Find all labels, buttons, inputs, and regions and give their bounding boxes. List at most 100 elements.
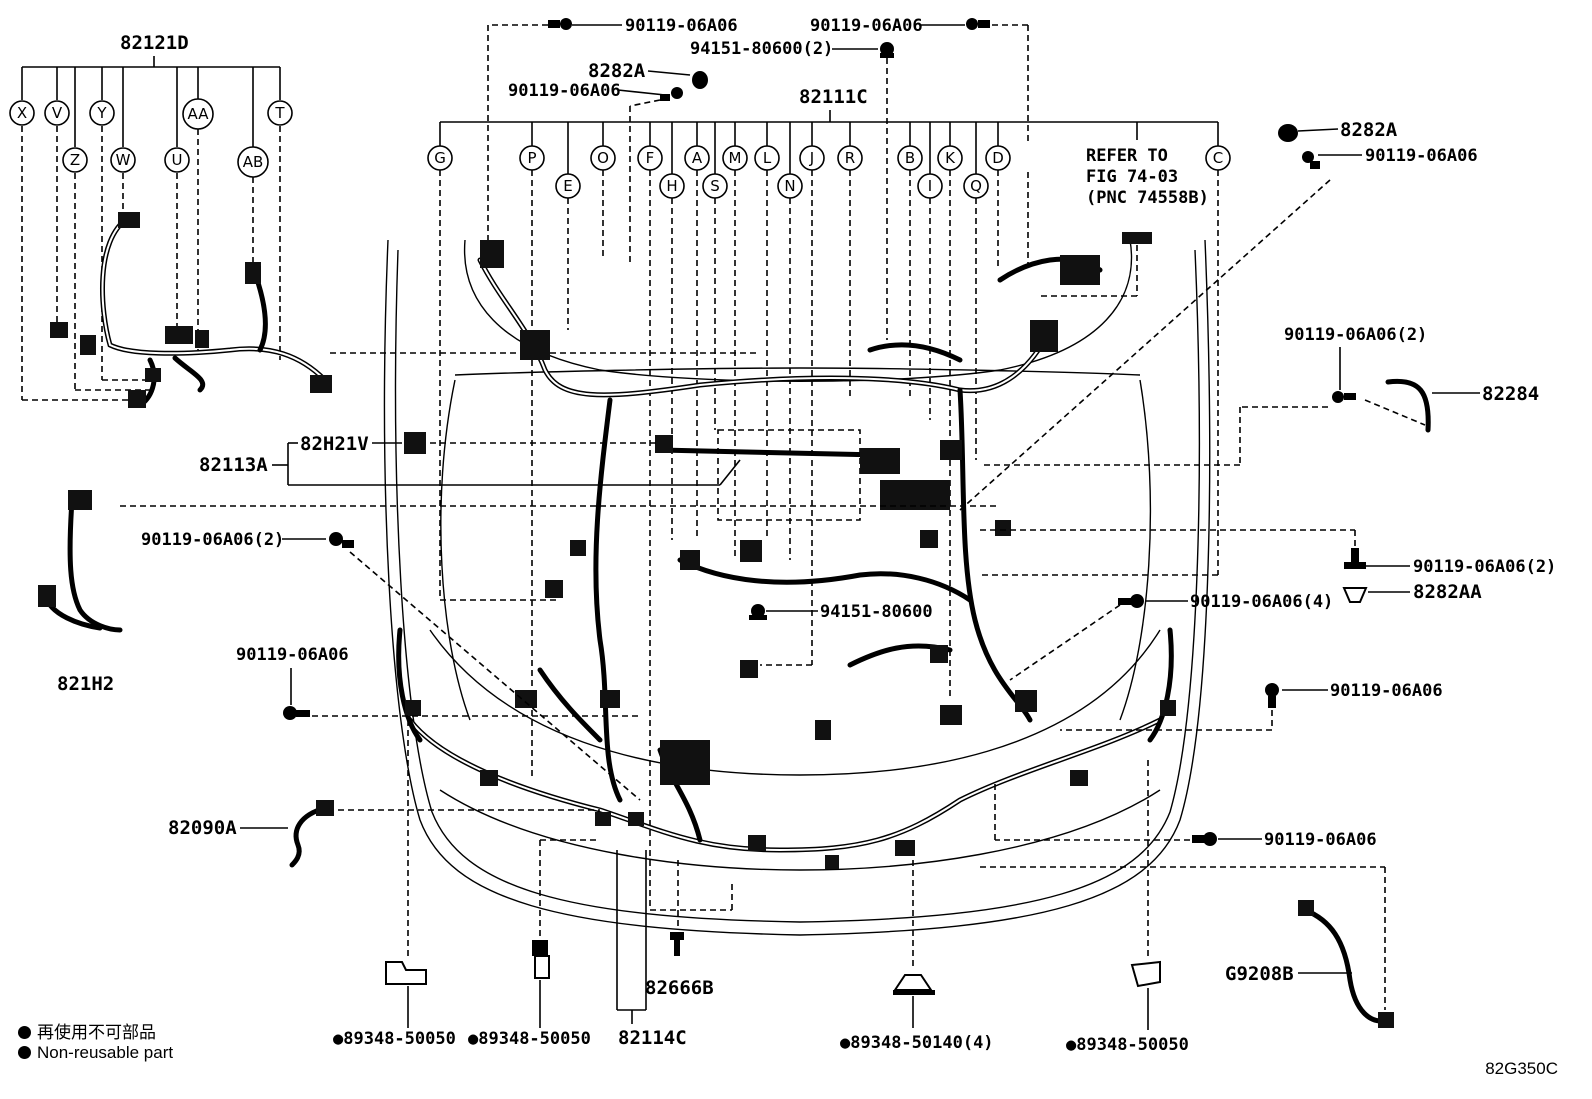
- harness-82121D-group: 82121D X V Y AA T Z W U AB: [9, 32, 760, 408]
- part-89348-c-label: ●89348-50140(4): [840, 1033, 994, 1053]
- svg-text:I: I: [928, 177, 932, 195]
- circle-K: K: [937, 145, 963, 171]
- bolt-icon: [1118, 594, 1144, 608]
- circle-P: P: [519, 145, 545, 171]
- part-90119-4-label: 90119-06A06(4): [1190, 592, 1333, 612]
- svg-text:N: N: [784, 177, 795, 195]
- bolt-icon: [1332, 391, 1356, 403]
- svg-text:L: L: [763, 149, 772, 167]
- clamp-icon: [893, 974, 935, 995]
- part-89348-a-label: ●89348-50050: [333, 1029, 456, 1049]
- part-82H21V-label: 82H21V: [300, 433, 369, 455]
- bolt-icon: [1344, 548, 1366, 569]
- nut-icon: [880, 42, 894, 58]
- vehicle-body-outline: [383, 239, 1211, 936]
- circle-X: X: [9, 100, 35, 126]
- part-821H2-label: 821H2: [57, 673, 114, 695]
- circle-Y: Y: [89, 100, 115, 126]
- bottom-parts: 94151-80600 ●89348-50050 ●89348-50050 82…: [333, 602, 1189, 1055]
- svg-text:M: M: [729, 149, 742, 167]
- bolt-icon: [966, 18, 990, 30]
- circle-L: L: [754, 145, 780, 171]
- non-reusable-dot-icon: [18, 1046, 31, 1059]
- part-90119-top2-label: 90119-06A06: [810, 16, 923, 36]
- refer-note-line2: FIG 74-03: [1086, 167, 1178, 187]
- bolt-icon: [283, 706, 310, 720]
- part-90119-left1-label: 90119-06A06: [236, 645, 349, 665]
- svg-text:S: S: [710, 177, 720, 195]
- svg-text:G: G: [434, 149, 446, 167]
- part-90119-right1-label: 90119-06A06: [1365, 146, 1478, 166]
- circle-Z: Z: [62, 147, 88, 173]
- part-82121D-label: 82121D: [120, 32, 189, 54]
- circle-AB: AB: [237, 146, 269, 178]
- non-reusable-dot-icon: [18, 1026, 31, 1039]
- part-G9208B-label: G9208B: [1225, 963, 1294, 985]
- svg-text:O: O: [597, 149, 609, 167]
- svg-text:W: W: [116, 151, 131, 169]
- svg-text:H: H: [666, 177, 677, 195]
- svg-text:AB: AB: [243, 153, 264, 171]
- circle-H: H: [659, 173, 685, 199]
- legend-japanese: 再使用不可部品: [18, 1018, 156, 1043]
- svg-text:U: U: [172, 151, 183, 169]
- circle-A: A: [684, 145, 710, 171]
- svg-text:AA: AA: [188, 105, 210, 123]
- svg-text:X: X: [17, 104, 27, 122]
- refer-note-line3: (PNC 74558B): [1086, 188, 1209, 208]
- part-82114C-label: 82114C: [618, 1027, 687, 1049]
- circle-J: J: [799, 145, 825, 171]
- part-90119-r4-label: 90119-06A06: [1264, 830, 1377, 850]
- circle-S: S: [702, 173, 728, 199]
- legend-english: Non-reusable part: [18, 1043, 173, 1063]
- svg-text:F: F: [646, 149, 655, 167]
- circle-G: G: [427, 145, 453, 171]
- svg-text:J: J: [809, 149, 814, 167]
- bolt-icon: [660, 87, 683, 101]
- svg-text:P: P: [527, 149, 536, 167]
- clip-icon: [1278, 124, 1298, 142]
- circle-D: D: [985, 145, 1011, 171]
- circle-F: F: [637, 145, 663, 171]
- circle-AA: AA: [182, 98, 214, 130]
- part-89348-b-label: ●89348-50050: [468, 1029, 591, 1049]
- part-82113A-label: 82113A: [199, 454, 268, 476]
- part-82666B-label: 82666B: [645, 977, 714, 999]
- circle-E: E: [555, 173, 581, 199]
- part-82284-label: 82284: [1482, 383, 1539, 405]
- figure-code: 82G350C: [1485, 1059, 1558, 1078]
- part-8282A-top-label: 8282A: [588, 60, 646, 82]
- refer-note-line1: REFER TO: [1086, 146, 1168, 166]
- bolt-icon: [1302, 151, 1320, 169]
- left-side-parts: 82H21V 82113A 821H2 90119-06A06(2) 90119…: [38, 432, 1000, 868]
- circle-R: R: [837, 145, 863, 171]
- circle-M: M: [722, 145, 748, 171]
- svg-text:Q: Q: [970, 177, 982, 195]
- svg-text:Y: Y: [96, 104, 107, 122]
- right-side-parts: 8282A 90119-06A06 90119-06A06(2) 82284 9…: [959, 119, 1556, 1028]
- part-90119-top3-label: 90119-06A06: [508, 81, 621, 101]
- circle-B: B: [897, 145, 923, 171]
- pin-icon: [670, 932, 684, 956]
- top-fasteners: 90119-06A06 90119-06A06 94151-80600(2) 8…: [487, 16, 1029, 340]
- part-8282AA-label: 8282AA: [1413, 581, 1482, 603]
- circle-I: I: [917, 173, 943, 199]
- svg-text:K: K: [945, 149, 956, 167]
- part-94151-2-label: 94151-80600(2): [690, 39, 833, 59]
- part-8282A-right-label: 8282A: [1340, 119, 1398, 141]
- svg-text:D: D: [992, 149, 1004, 167]
- circle-U: U: [164, 147, 190, 173]
- circle-Q: Q: [963, 173, 989, 199]
- circle-T: T: [267, 100, 293, 126]
- bolt-icon: [329, 532, 354, 548]
- part-90119-r2b-label: 90119-06A06(2): [1413, 557, 1556, 577]
- svg-text:T: T: [274, 104, 285, 122]
- part-90119-top1-label: 90119-06A06: [625, 16, 738, 36]
- part-90119-left2-label: 90119-06A06(2): [141, 530, 284, 550]
- part-90119-r3-label: 90119-06A06: [1330, 681, 1443, 701]
- clip-icon: [692, 71, 708, 89]
- circle-V: V: [44, 100, 70, 126]
- bolt-icon: [1192, 832, 1217, 846]
- circle-W: W: [110, 147, 136, 173]
